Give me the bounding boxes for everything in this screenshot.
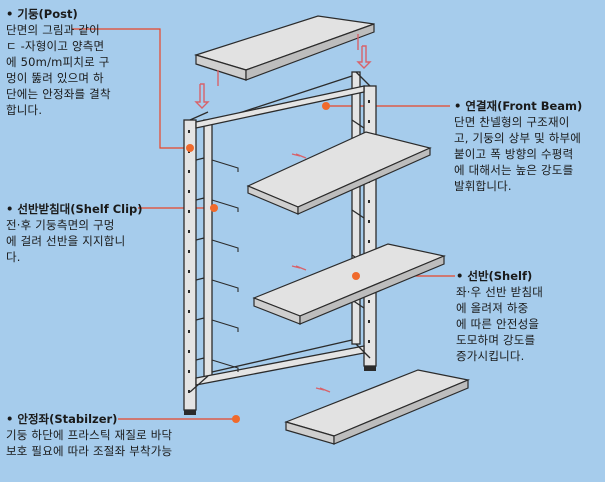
leader-post [72, 28, 190, 149]
side-top-left [189, 111, 209, 121]
front-left-post [183, 119, 197, 411]
side-bottom-left [189, 375, 209, 393]
top-shelf [193, 15, 375, 81]
back-left-post [203, 119, 213, 381]
marker-post [186, 144, 194, 152]
front-beam-desc: 단면 찬넬형의 구조재이 고, 기둥의 상부 및 하부에 붙이고 폭 방향의 수… [454, 115, 582, 193]
post-label: 기둥(Post) 단면의 그림과 같이 ㄷ -자형이고 양측면 에 50m/m피… [6, 6, 156, 118]
lower-middle-shelf [252, 243, 447, 325]
shelf-title: 선반(Shelf) [456, 268, 586, 284]
shelf-clip-label: 선반받침대(Shelf Clip) 전·후 기둥측면의 구멍 에 걸려 선반을 … [6, 201, 156, 265]
upper-middle-shelf [246, 131, 432, 215]
stabilizer-title: 안정좌(Stabilzer) [6, 411, 206, 427]
shelf-desc: 좌·우 선반 받침대 에 올려져 하중 에 따른 안전성을 도모하며 강도를 증… [456, 285, 544, 363]
shelf-clips [211, 159, 239, 372]
post-title: 기둥(Post) [6, 6, 156, 22]
marker-shelf-clip [210, 204, 218, 212]
front-right-post [363, 85, 377, 367]
bottom-shelf [284, 369, 471, 445]
shelf-label: 선반(Shelf) 좌·우 선반 받침대 에 올려져 하중 에 따른 안전성을 … [456, 268, 586, 364]
front-bottom-beam [195, 345, 365, 386]
assembly-arrows [194, 34, 372, 393]
side-top-right [355, 71, 371, 87]
post-desc: 단면의 그림과 같이 ㄷ -자형이고 양측면 에 50m/m피치로 구 멍이 뚫… [6, 23, 111, 117]
front-top-beam [195, 85, 365, 129]
front-beam-title: 연결재(Front Beam) [454, 98, 602, 114]
arrow-left-upper [291, 153, 307, 159]
rack-frame [183, 71, 377, 411]
left-side-rungs [195, 157, 205, 361]
arrow-down-left [194, 83, 210, 109]
front-beam-label: 연결재(Front Beam) 단면 찬넬형의 구조재이 고, 기둥의 상부 및… [454, 98, 602, 194]
marker-stabilizer [232, 415, 240, 423]
marker-front-beam [322, 102, 330, 110]
side-bottom-right [355, 343, 371, 359]
arrow-down-right [356, 45, 372, 69]
marker-shelf [352, 272, 360, 280]
shelf-clip-desc: 전·후 기둥측면의 구멍 에 걸려 선반을 지지합니 다. [6, 218, 126, 264]
stabilizer-label: 안정좌(Stabilzer) 기둥 하단에 프라스틱 재질로 바닥 보호 필요에… [6, 411, 206, 459]
shelf-clip-title: 선반받침대(Shelf Clip) [6, 201, 156, 217]
arrow-left-lower [315, 387, 331, 393]
arrow-left-middle [291, 265, 307, 271]
stabilizer-desc: 기둥 하단에 프라스틱 재질로 바닥 보호 필요에 따라 조절좌 부착가능 [6, 428, 173, 458]
markers [186, 102, 360, 423]
